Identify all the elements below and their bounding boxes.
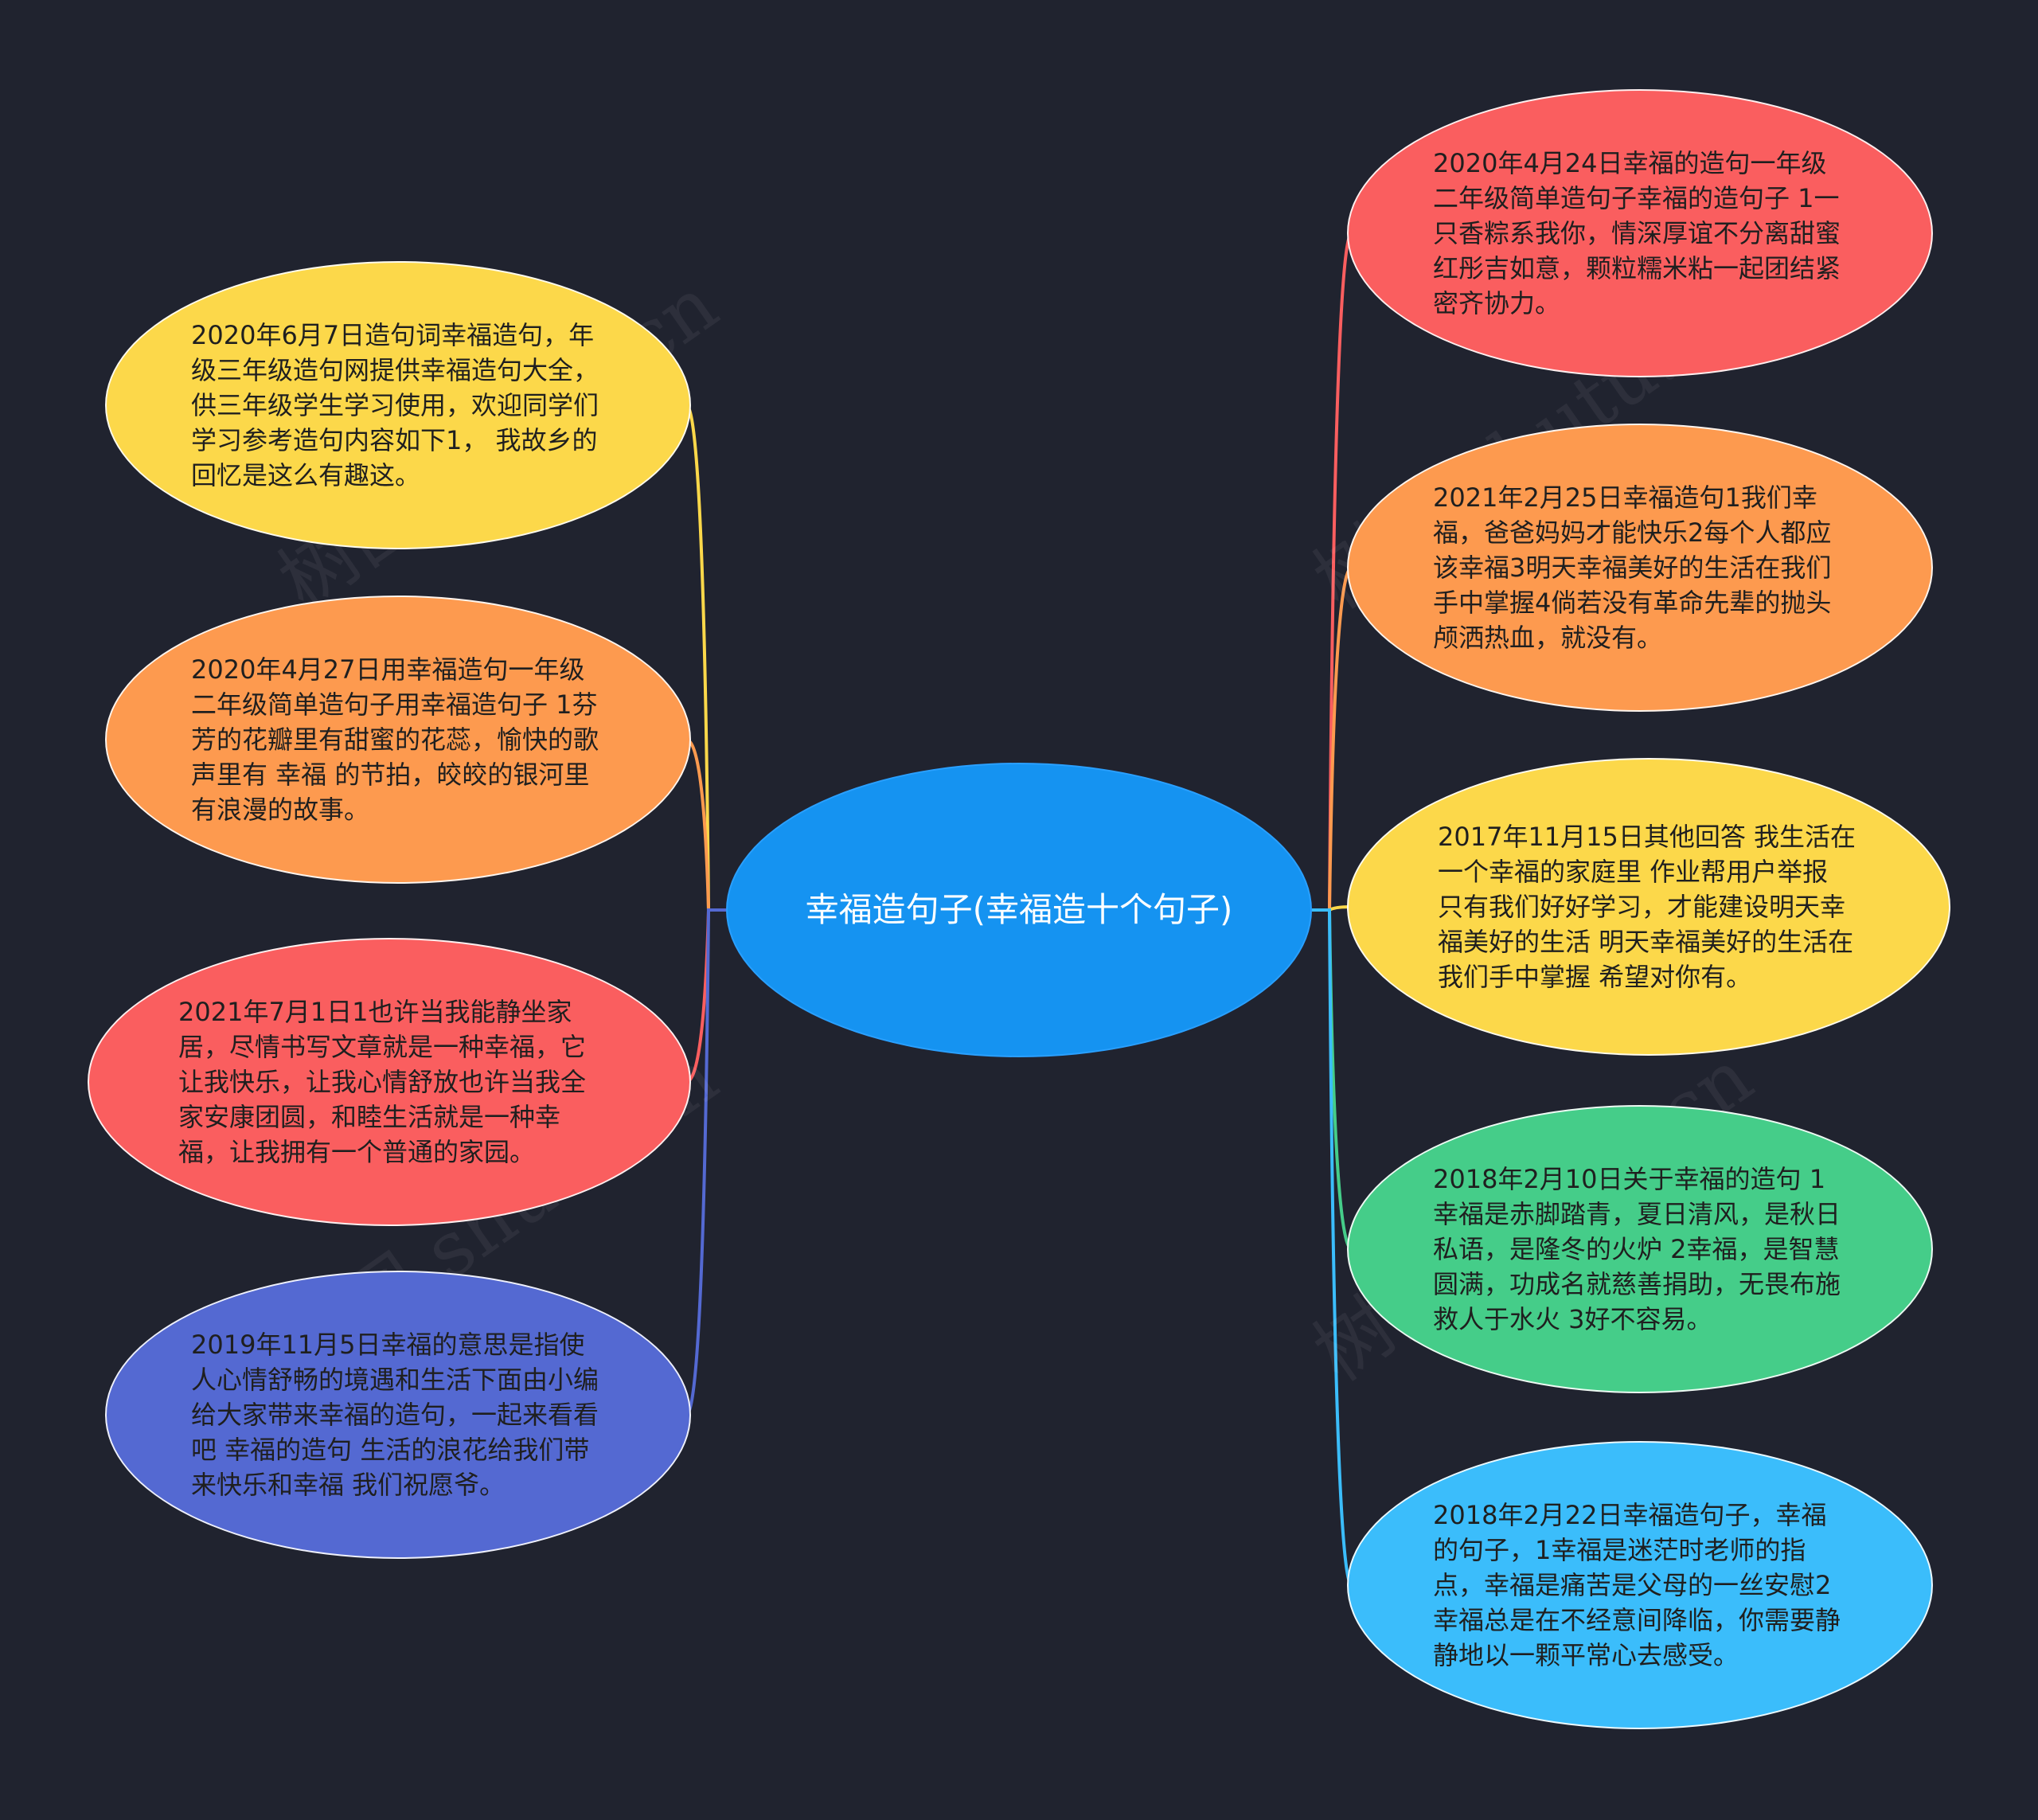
branch-node-left-3[interactable]: 2021年7月1日1也许当我能静坐家居，尽情书写文章就是一种幸福，它让我快乐，让… xyxy=(88,938,691,1226)
connector-left-4 xyxy=(685,908,726,1416)
branch-node-left-4[interactable]: 2019年11月5日幸福的意思是指使人心情舒畅的境遇和生活下面由小编给大家带来幸… xyxy=(105,1271,691,1559)
branch-node-text: 2018年2月22日幸福造句子，幸福的句子，1幸福是迷茫时老师的指点，幸福是痛苦… xyxy=(1433,1500,1841,1670)
branch-node-right-5[interactable]: 2018年2月22日幸福造句子，幸福的句子，1幸福是迷茫时老师的指点，幸福是痛苦… xyxy=(1347,1441,1933,1729)
branch-node-text: 2021年2月25日幸福造句1我们幸福，爸爸妈妈才能快乐2每个人都应该幸福3明天… xyxy=(1433,482,1832,653)
branch-node-text: 2020年4月24日幸福的造句一年级二年级简单造句子幸福的造句子 1一只香粽系我… xyxy=(1433,148,1841,318)
center-topic-node[interactable]: 幸福造句子(幸福造十个句子) xyxy=(726,763,1312,1057)
connector-left-1 xyxy=(685,404,726,912)
branch-node-right-1[interactable]: 2020年4月24日幸福的造句一年级二年级简单造句子幸福的造句子 1一只香粽系我… xyxy=(1347,89,1933,377)
branch-node-text: 2020年6月7日造句词幸福造句，年级三年级造句网提供幸福造句大全，供三年级学生… xyxy=(191,320,599,490)
connector-right-1 xyxy=(1312,232,1353,912)
branch-node-right-2[interactable]: 2021年2月25日幸福造句1我们幸福，爸爸妈妈才能快乐2每个人都应该幸福3明天… xyxy=(1347,424,1933,712)
branch-node-right-3[interactable]: 2017年11月15日其他回答 我生活在一个幸福的家庭里 作业帮用户举报 只有我… xyxy=(1347,758,1950,1056)
branch-node-text: 2021年7月1日1也许当我能静坐家居，尽情书写文章就是一种幸福，它让我快乐，让… xyxy=(178,997,587,1167)
connector-right-5 xyxy=(1312,908,1353,1587)
branch-node-text: 2020年4月27日用幸福造句一年级二年级简单造句子用幸福造句子 1芬芳的花瓣里… xyxy=(191,654,599,825)
branch-node-right-4[interactable]: 2018年2月10日关于幸福的造句 1幸福是赤脚踏青，夏日清风，是秋日私语，是隆… xyxy=(1347,1105,1933,1393)
branch-node-text: 2017年11月15日其他回答 我生活在一个幸福的家庭里 作业帮用户举报 只有我… xyxy=(1438,822,1856,992)
branch-node-left-1[interactable]: 2020年6月7日造句词幸福造句，年级三年级造句网提供幸福造句大全，供三年级学生… xyxy=(105,261,691,549)
branch-node-text: 2019年11月5日幸福的意思是指使人心情舒畅的境遇和生活下面由小编给大家带来幸… xyxy=(191,1330,599,1500)
center-topic-label: 幸福造句子(幸福造十个句子) xyxy=(805,890,1233,929)
branch-node-text: 2018年2月10日关于幸福的造句 1幸福是赤脚踏青，夏日清风，是秋日私语，是隆… xyxy=(1433,1164,1841,1334)
branch-node-left-2[interactable]: 2020年4月27日用幸福造句一年级二年级简单造句子用幸福造句子 1芬芳的花瓣里… xyxy=(105,596,691,884)
